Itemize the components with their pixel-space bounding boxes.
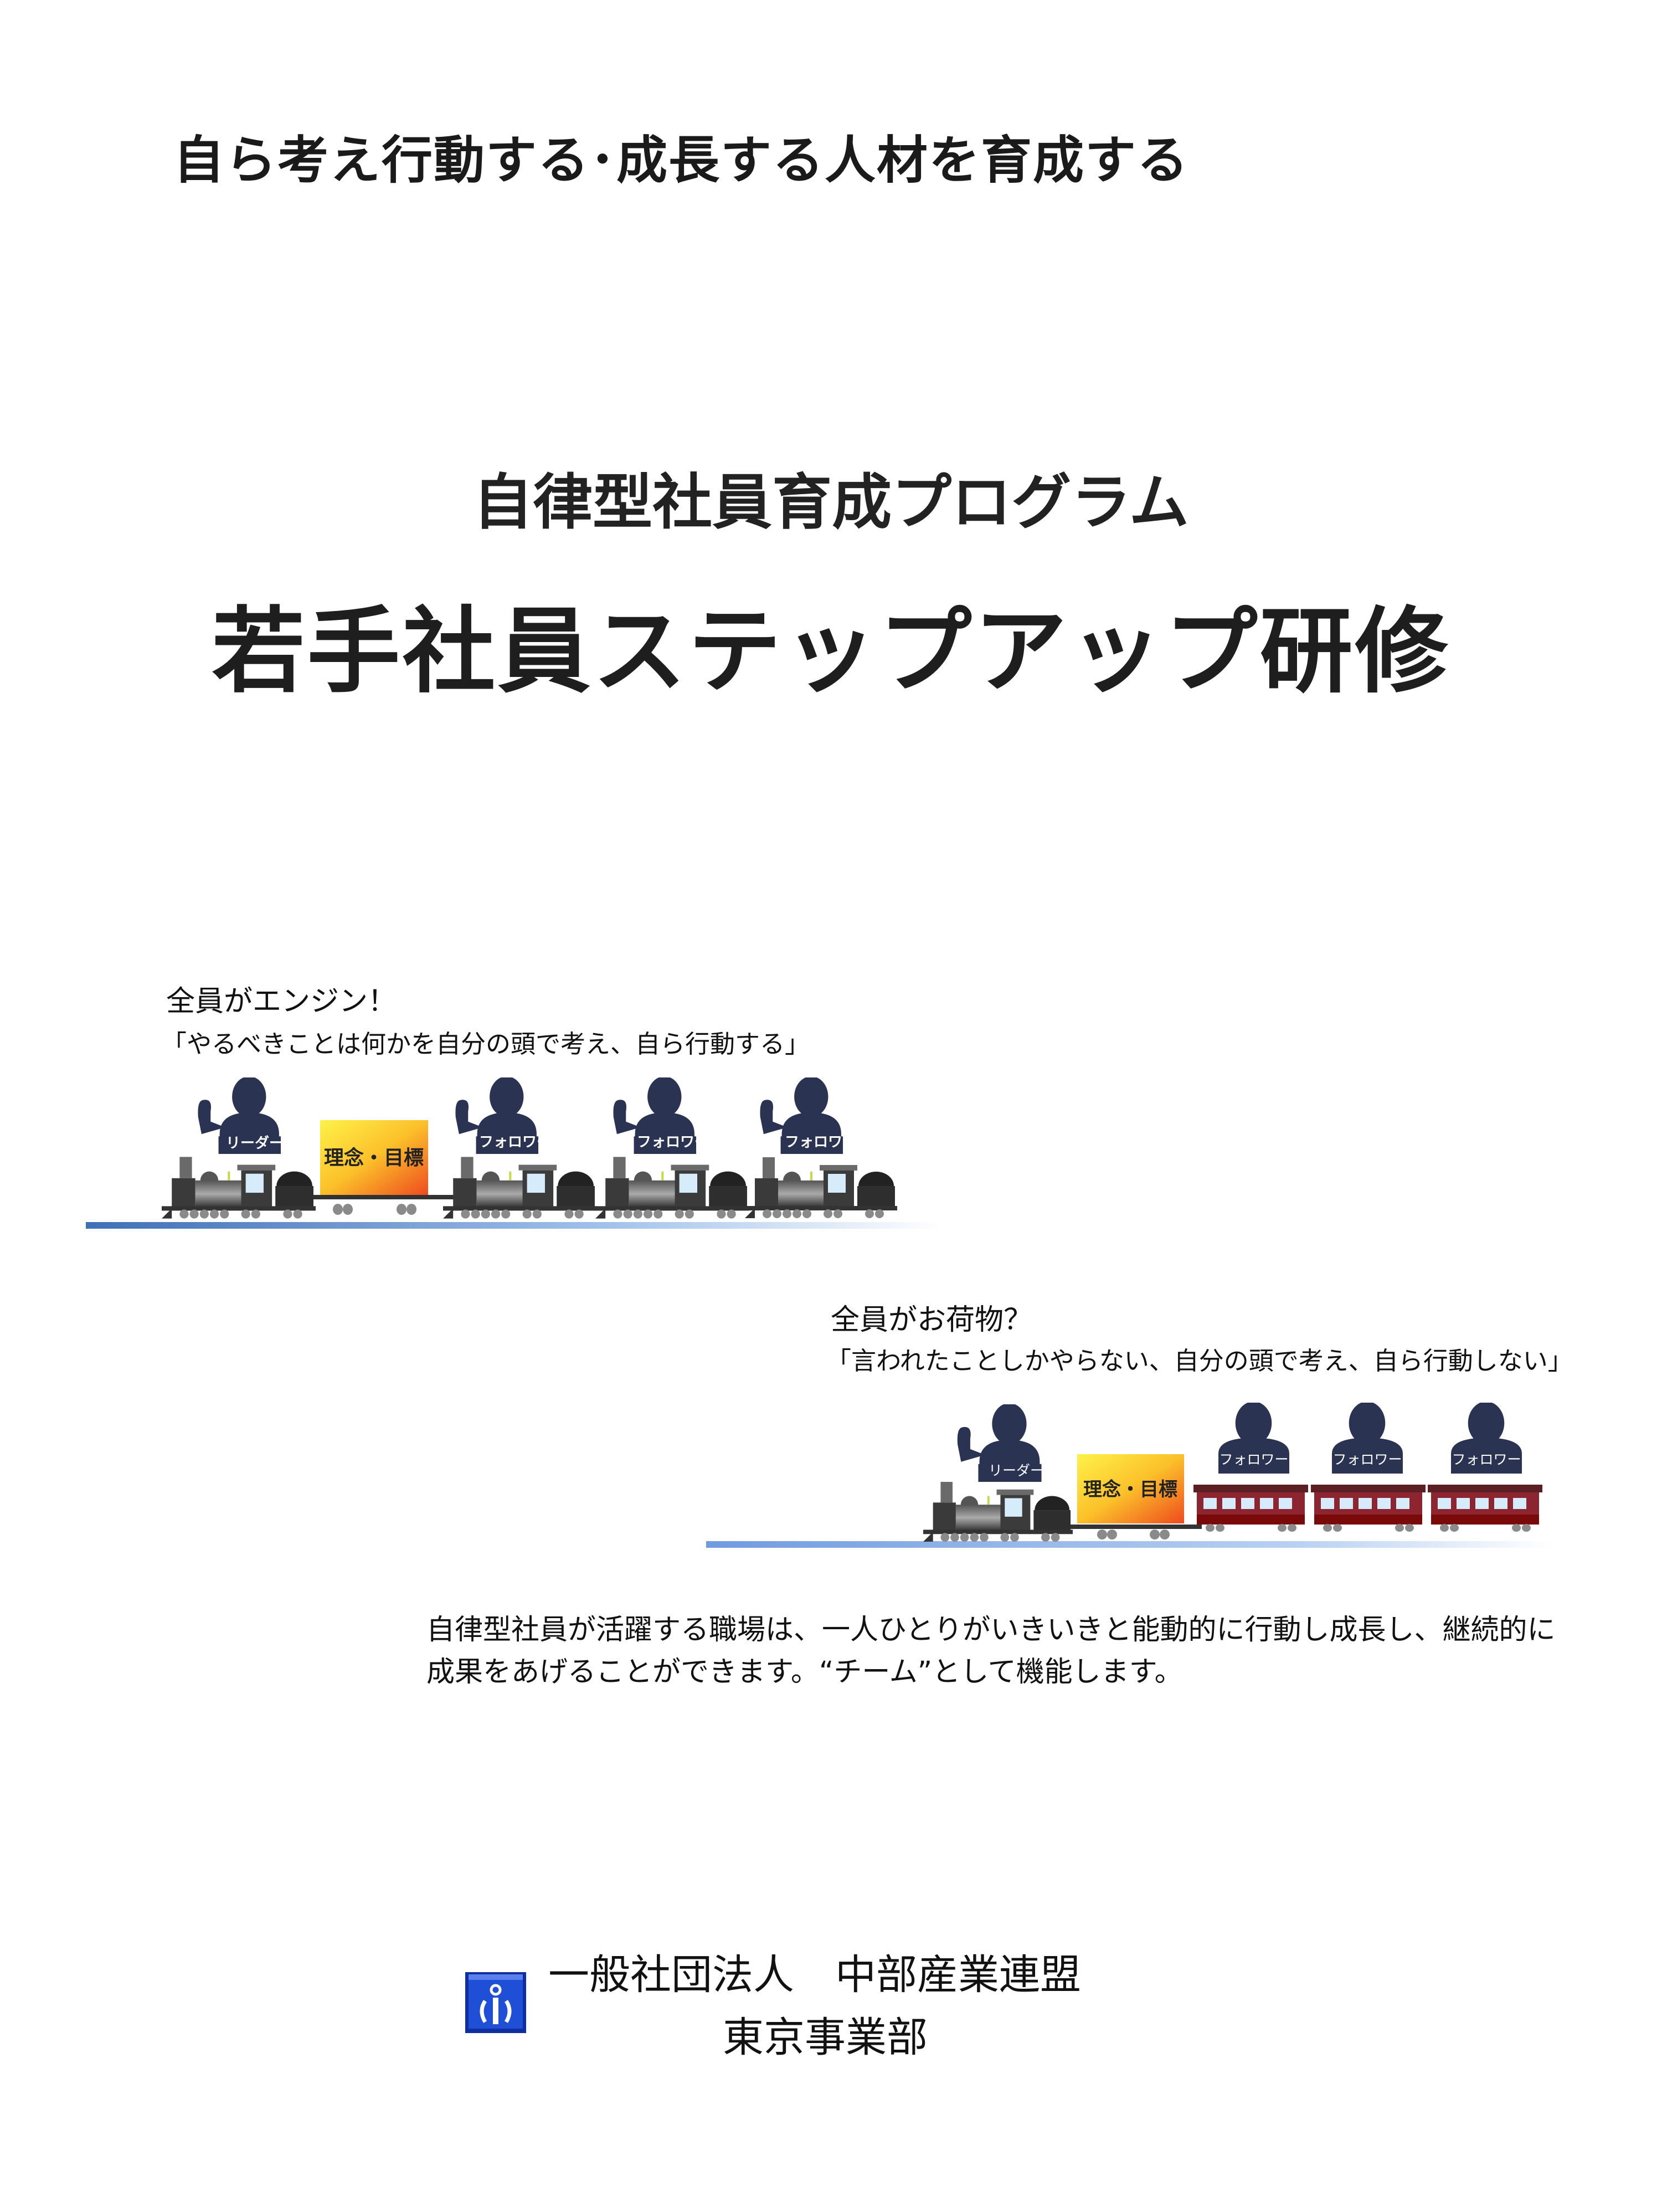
engine-scene-heading: 全員がエンジン！	[166, 985, 397, 1018]
follower-person: フォロワー	[613, 1077, 709, 1154]
follower-person: フォロワー	[1332, 1403, 1403, 1474]
track-line	[86, 1222, 941, 1229]
follower-label: フォロワー	[1452, 1451, 1521, 1467]
locomotive	[923, 1482, 1073, 1542]
leader-label: リーダー	[226, 1135, 284, 1152]
cargo-box: 理念・目標	[320, 1120, 428, 1195]
follower-label: フォロワー	[1332, 1451, 1402, 1467]
locomotive	[595, 1157, 749, 1219]
leader-person: リーダー	[198, 1077, 284, 1154]
passenger-car	[1311, 1485, 1426, 1532]
cargo-label: 理念・目標	[1083, 1479, 1177, 1501]
follower-person: フォロワー	[1218, 1403, 1289, 1474]
cargo-label: 理念・目標	[324, 1146, 424, 1169]
cargo-box: 理念・目標	[1077, 1454, 1184, 1523]
organization-logo-icon	[465, 1972, 526, 2033]
description-paragraph: 自律型社員が活躍する職場は、一人ひとりがいきいきと能動的に行動し成長し、継続的に…	[426, 1614, 1556, 1688]
follower-label: フォロワー	[1219, 1451, 1288, 1467]
locomotive	[443, 1157, 597, 1219]
page-title: 若手社員ステップアップ研修	[212, 597, 1450, 706]
coupling	[1069, 1525, 1202, 1529]
passenger-car	[1193, 1485, 1308, 1532]
follower-label: フォロワー	[637, 1134, 709, 1151]
leader-label: リーダー	[989, 1462, 1044, 1479]
locomotive	[162, 1157, 316, 1219]
follower-person: フォロワー	[1451, 1403, 1522, 1474]
passenger-car	[1428, 1485, 1542, 1532]
leader-person: リーダー	[957, 1404, 1044, 1482]
follower-label: フォロワー	[785, 1134, 857, 1151]
track-line	[706, 1541, 1553, 1548]
tagline: 自ら考え行動する･成長する人材を育成する	[173, 131, 1189, 190]
organization-name: 一般社団法人 中部産業連盟	[548, 1951, 1081, 1999]
baggage-scene-heading: 全員がお荷物？	[831, 1303, 1033, 1337]
follower-person: フォロワー	[760, 1077, 857, 1154]
baggage-scene-quote: 「言われたことしかやらない、自分の頭で考え、自ら行動しない」	[826, 1346, 1573, 1376]
coupling	[310, 1195, 454, 1199]
organization-department: 東京事業部	[723, 2014, 928, 2061]
engine-scene-quote: 「やるべきことは何かを自分の頭で考え、自ら行動する」	[162, 1029, 810, 1059]
program-subtitle: 自律型社員育成プログラム	[473, 468, 1189, 537]
locomotive	[745, 1157, 897, 1218]
follower-label: フォロワー	[479, 1134, 551, 1151]
follower-person: フォロワー	[455, 1077, 551, 1154]
